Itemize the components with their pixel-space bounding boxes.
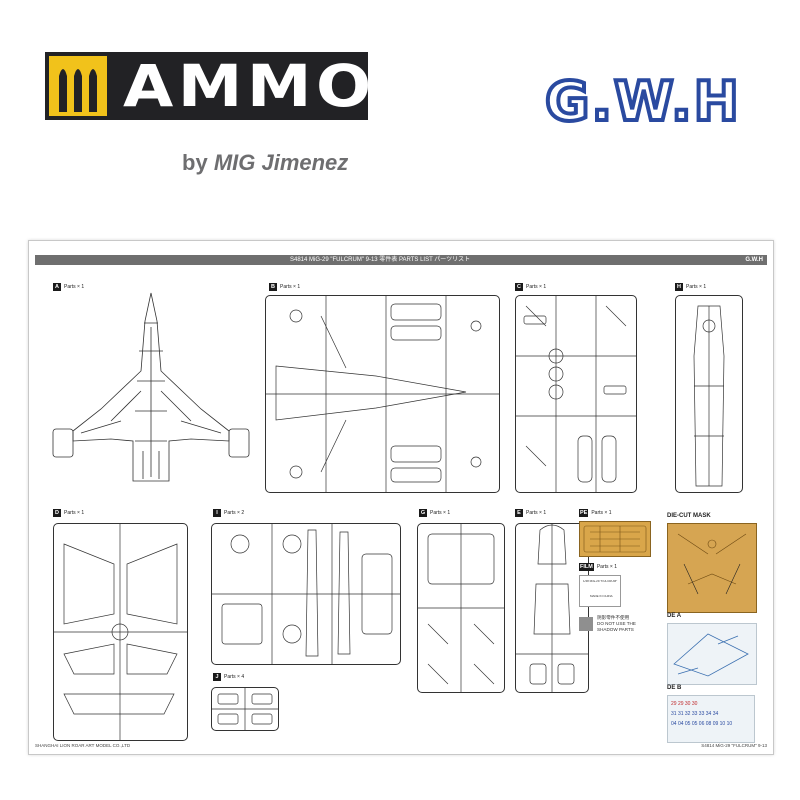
ammo-wordmark: AMMO (123, 52, 376, 120)
sprue-count: Parts × 1 (430, 510, 451, 516)
sprue-a-fuselage (51, 291, 251, 487)
decal-row: 04 04 05 05 06 08 09 10 10 (671, 721, 733, 727)
sprue-letter: G (419, 509, 427, 517)
sprue-count: Parts × 1 (64, 510, 85, 516)
sprue-c (515, 295, 637, 493)
ammo-byline: by MIG Jimenez (182, 150, 348, 176)
sheet-title-bar: S4814 MiG-29 "FULCRUM" 9-13 零件表 PARTS LI… (35, 255, 767, 265)
decal-a-title: DE A (667, 613, 682, 619)
sprue-label-a: A Parts × 1 (53, 283, 84, 291)
sprue-label-g: G Parts × 1 (419, 509, 450, 517)
sprue-count: Parts × 1 (686, 284, 707, 290)
sheet-title: S4814 MiG-29 "FULCRUM" 9-13 零件表 PARTS LI… (290, 257, 471, 263)
gwh-logo-text: G.W.H (545, 70, 741, 130)
ammo-logo: AMMO (45, 52, 371, 120)
sprue-g (417, 523, 505, 693)
sheet-title-logo: G.W.H (745, 257, 763, 263)
diecut-title: DIE-CUT MASK (667, 513, 711, 519)
sprue-label-d: D Parts × 1 (53, 509, 84, 517)
sprue-letter: C (515, 283, 523, 291)
sheet-footer-right: S4814 MiG-29 "FULCRUM" 9-13 (701, 743, 767, 748)
pe-count: Parts × 1 (591, 510, 612, 516)
film-letter: FILM (579, 563, 594, 571)
sprue-label-e: E Parts × 1 (515, 509, 546, 517)
pe-label: PE Parts × 1 (579, 509, 612, 517)
sprue-letter: H (675, 283, 683, 291)
gwh-logo: G.W.H (536, 70, 751, 130)
film-count: Parts × 1 (596, 564, 617, 570)
sprue-letter: D (53, 509, 61, 517)
sprue-count: Parts × 4 (224, 674, 245, 680)
shadow-note-line2: DO NOT USE THE (597, 621, 636, 626)
sprue-label-c: C Parts × 1 (515, 283, 546, 291)
clear-film: 1/48 MiG-29 "FULCRUM" MADE IN CHINA (579, 575, 621, 607)
sprue-label-h: H Parts × 1 (675, 283, 706, 291)
film-label: FILM Parts × 1 (579, 563, 617, 571)
photo-etch-fret (579, 521, 651, 557)
film-text: 1/48 MiG-29 "FULCRUM" (583, 579, 618, 583)
sprue-letter: B (269, 283, 277, 291)
sprue-label-i: I Parts × 2 (213, 509, 244, 517)
sprue-count: Parts × 1 (526, 510, 547, 516)
sprue-count: Parts × 1 (280, 284, 301, 290)
shadow-swatch (579, 617, 593, 631)
shadow-note-line1: 阴影零件不使用 (597, 615, 630, 620)
decal-sheet-b: 29 29 30 30 31 31 32 33 33 34 34 04 04 0… (667, 695, 755, 743)
sprue-letter: A (53, 283, 61, 291)
sprue-label-j: J Parts × 4 (213, 673, 244, 681)
shadow-parts-note: 阴影零件不使用 DO NOT USE THE SHADOW PARTS (579, 615, 636, 633)
sprue-i (211, 523, 401, 665)
film-made-text: MADE IN CHINA (590, 594, 613, 598)
sprue-d (53, 523, 188, 741)
sheet-footer-left: SHANGHAI LION ROAR ART MODEL CO.,LTD (35, 743, 131, 748)
by-text: by (182, 150, 208, 175)
sprue-h (675, 295, 743, 493)
sprue-label-b: B Parts × 1 (269, 283, 300, 291)
parts-sheet: S4814 MiG-29 "FULCRUM" 9-13 零件表 PARTS LI… (28, 240, 774, 755)
sprue-count: Parts × 1 (64, 284, 85, 290)
shadow-note-line3: SHADOW PARTS (597, 627, 634, 632)
decal-row: 31 31 32 33 33 34 34 (671, 711, 719, 717)
sprue-letter: J (213, 673, 221, 681)
decal-sheet-a (667, 623, 757, 685)
decal-b-title: DE B (667, 685, 682, 691)
brand-text: MIG Jimenez (213, 150, 349, 175)
sprue-b (265, 295, 500, 493)
decal-row: 29 29 30 30 (671, 701, 698, 707)
pe-letter: PE (579, 509, 589, 517)
sprue-letter: E (515, 509, 523, 517)
sprue-count: Parts × 2 (224, 510, 245, 516)
sprue-j (211, 687, 279, 731)
sprue-e (515, 523, 589, 693)
bullets-icon (49, 56, 107, 116)
sprue-count: Parts × 1 (526, 284, 547, 290)
diecut-mask (667, 523, 757, 613)
sprue-letter: I (213, 509, 221, 517)
